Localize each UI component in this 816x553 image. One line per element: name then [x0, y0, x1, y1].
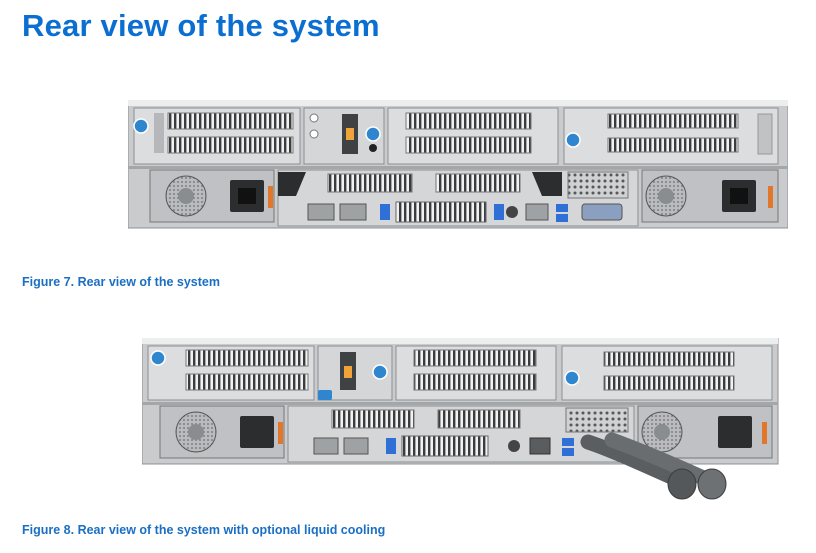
psu-release-tab	[762, 422, 767, 444]
liquid-cooling-hoses	[580, 432, 727, 500]
touchpoint-blue-icon	[565, 132, 581, 148]
psu-release-tab	[278, 422, 283, 444]
touchpoint-blue-icon	[150, 350, 166, 366]
psu-release-tab	[268, 186, 273, 208]
riser-center	[303, 107, 385, 165]
figure-7-illustration	[128, 100, 788, 229]
figure-8-illustration	[142, 338, 779, 500]
psu-left	[149, 169, 275, 223]
figure-7-caption: Figure 7. Rear view of the system	[22, 275, 220, 289]
touchpoint-blue-icon	[318, 390, 332, 400]
touchpoint-blue-icon	[365, 126, 381, 142]
psu-release-tab	[768, 186, 773, 208]
figure-8-caption: Figure 8. Rear view of the system with o…	[22, 523, 386, 537]
touchpoint-blue-icon	[564, 370, 580, 386]
touchpoint-blue-icon	[133, 118, 149, 134]
rear-io-ports	[307, 201, 623, 223]
page-title: Rear view of the system	[22, 8, 380, 43]
psu-right	[641, 169, 779, 223]
touchpoint-blue-icon	[372, 364, 388, 380]
riser-left	[133, 107, 301, 165]
riser-right	[563, 107, 779, 165]
